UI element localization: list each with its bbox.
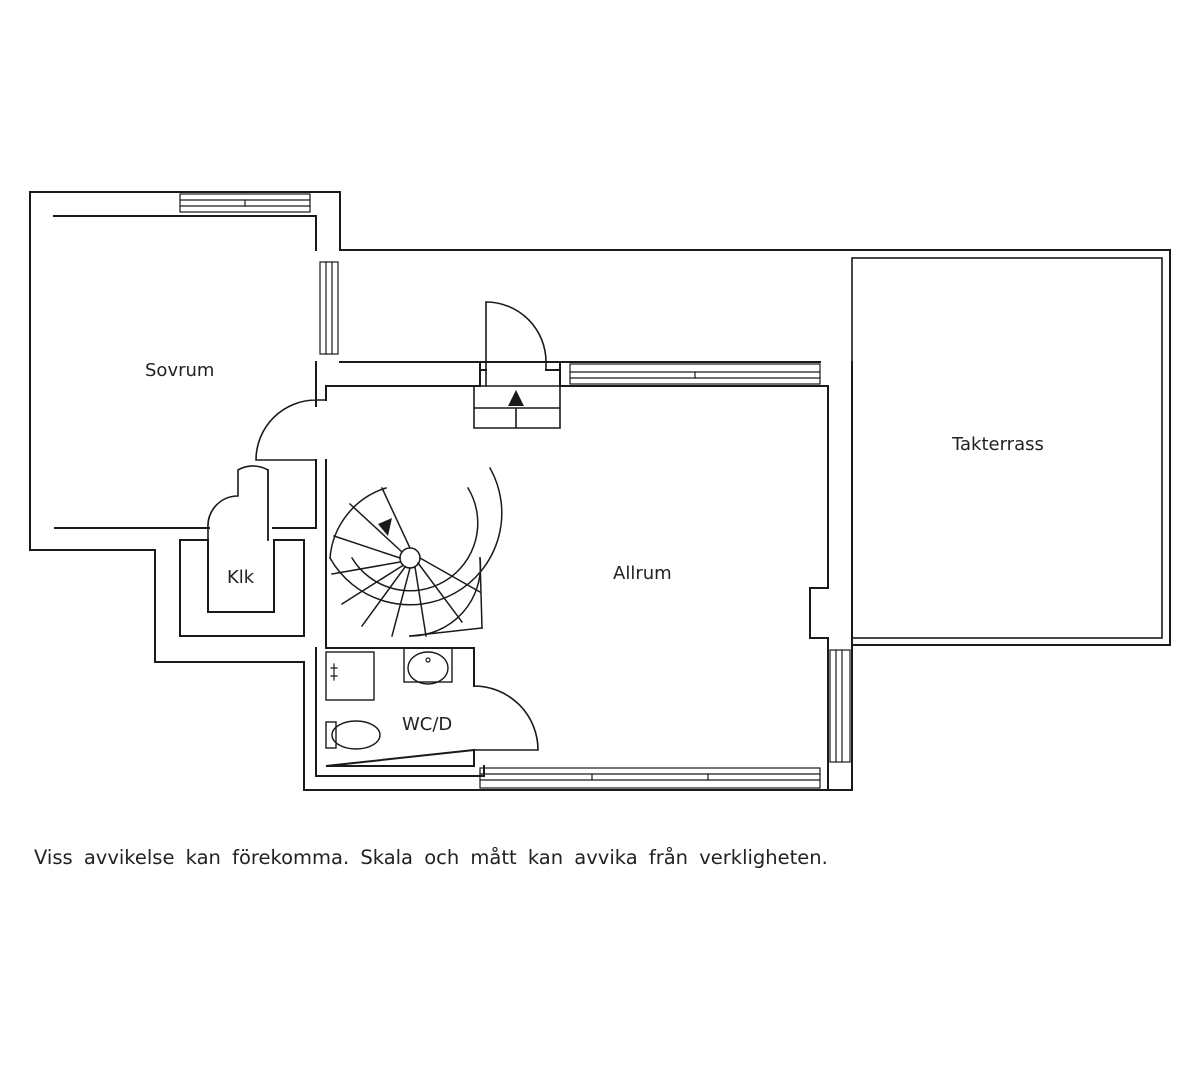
toilet-bowl-icon [331,720,381,750]
windows [179,193,851,789]
sovrum-door [255,399,326,461]
disclaimer-text: Viss avvikelse kan förekomma. Skala och … [34,846,828,869]
wcd-wall [325,647,475,767]
klk-wall [179,539,305,637]
entry-arrow-icon [508,390,524,406]
spiral-staircase [328,466,503,637]
room-label-sovrum: Sovrum [145,360,215,381]
room-label-wcd: WC/D [402,714,453,735]
room-label-allrum: Allrum [613,563,672,584]
allrum-wall [325,385,829,791]
sink-drain-icon [425,657,431,663]
sink-icon [407,651,449,685]
sovrum-wall [53,215,317,529]
wcd-outer-wall [315,647,485,777]
klk-door [207,465,269,541]
shower-tap-icon [330,663,338,681]
wcd-cabinet [325,651,375,701]
stair-arrow-icon [378,518,392,536]
terrace-door [485,301,547,387]
terrace-door-step [479,361,561,387]
toilet-tank-icon [325,721,337,749]
room-label-klk: Klk [227,567,255,588]
entry-steps [473,385,561,429]
wcd-sink-counter [403,647,453,683]
outer-wall [29,191,1171,791]
wcd-door [473,685,539,751]
room-label-takterrass: Takterrass [952,434,1044,455]
